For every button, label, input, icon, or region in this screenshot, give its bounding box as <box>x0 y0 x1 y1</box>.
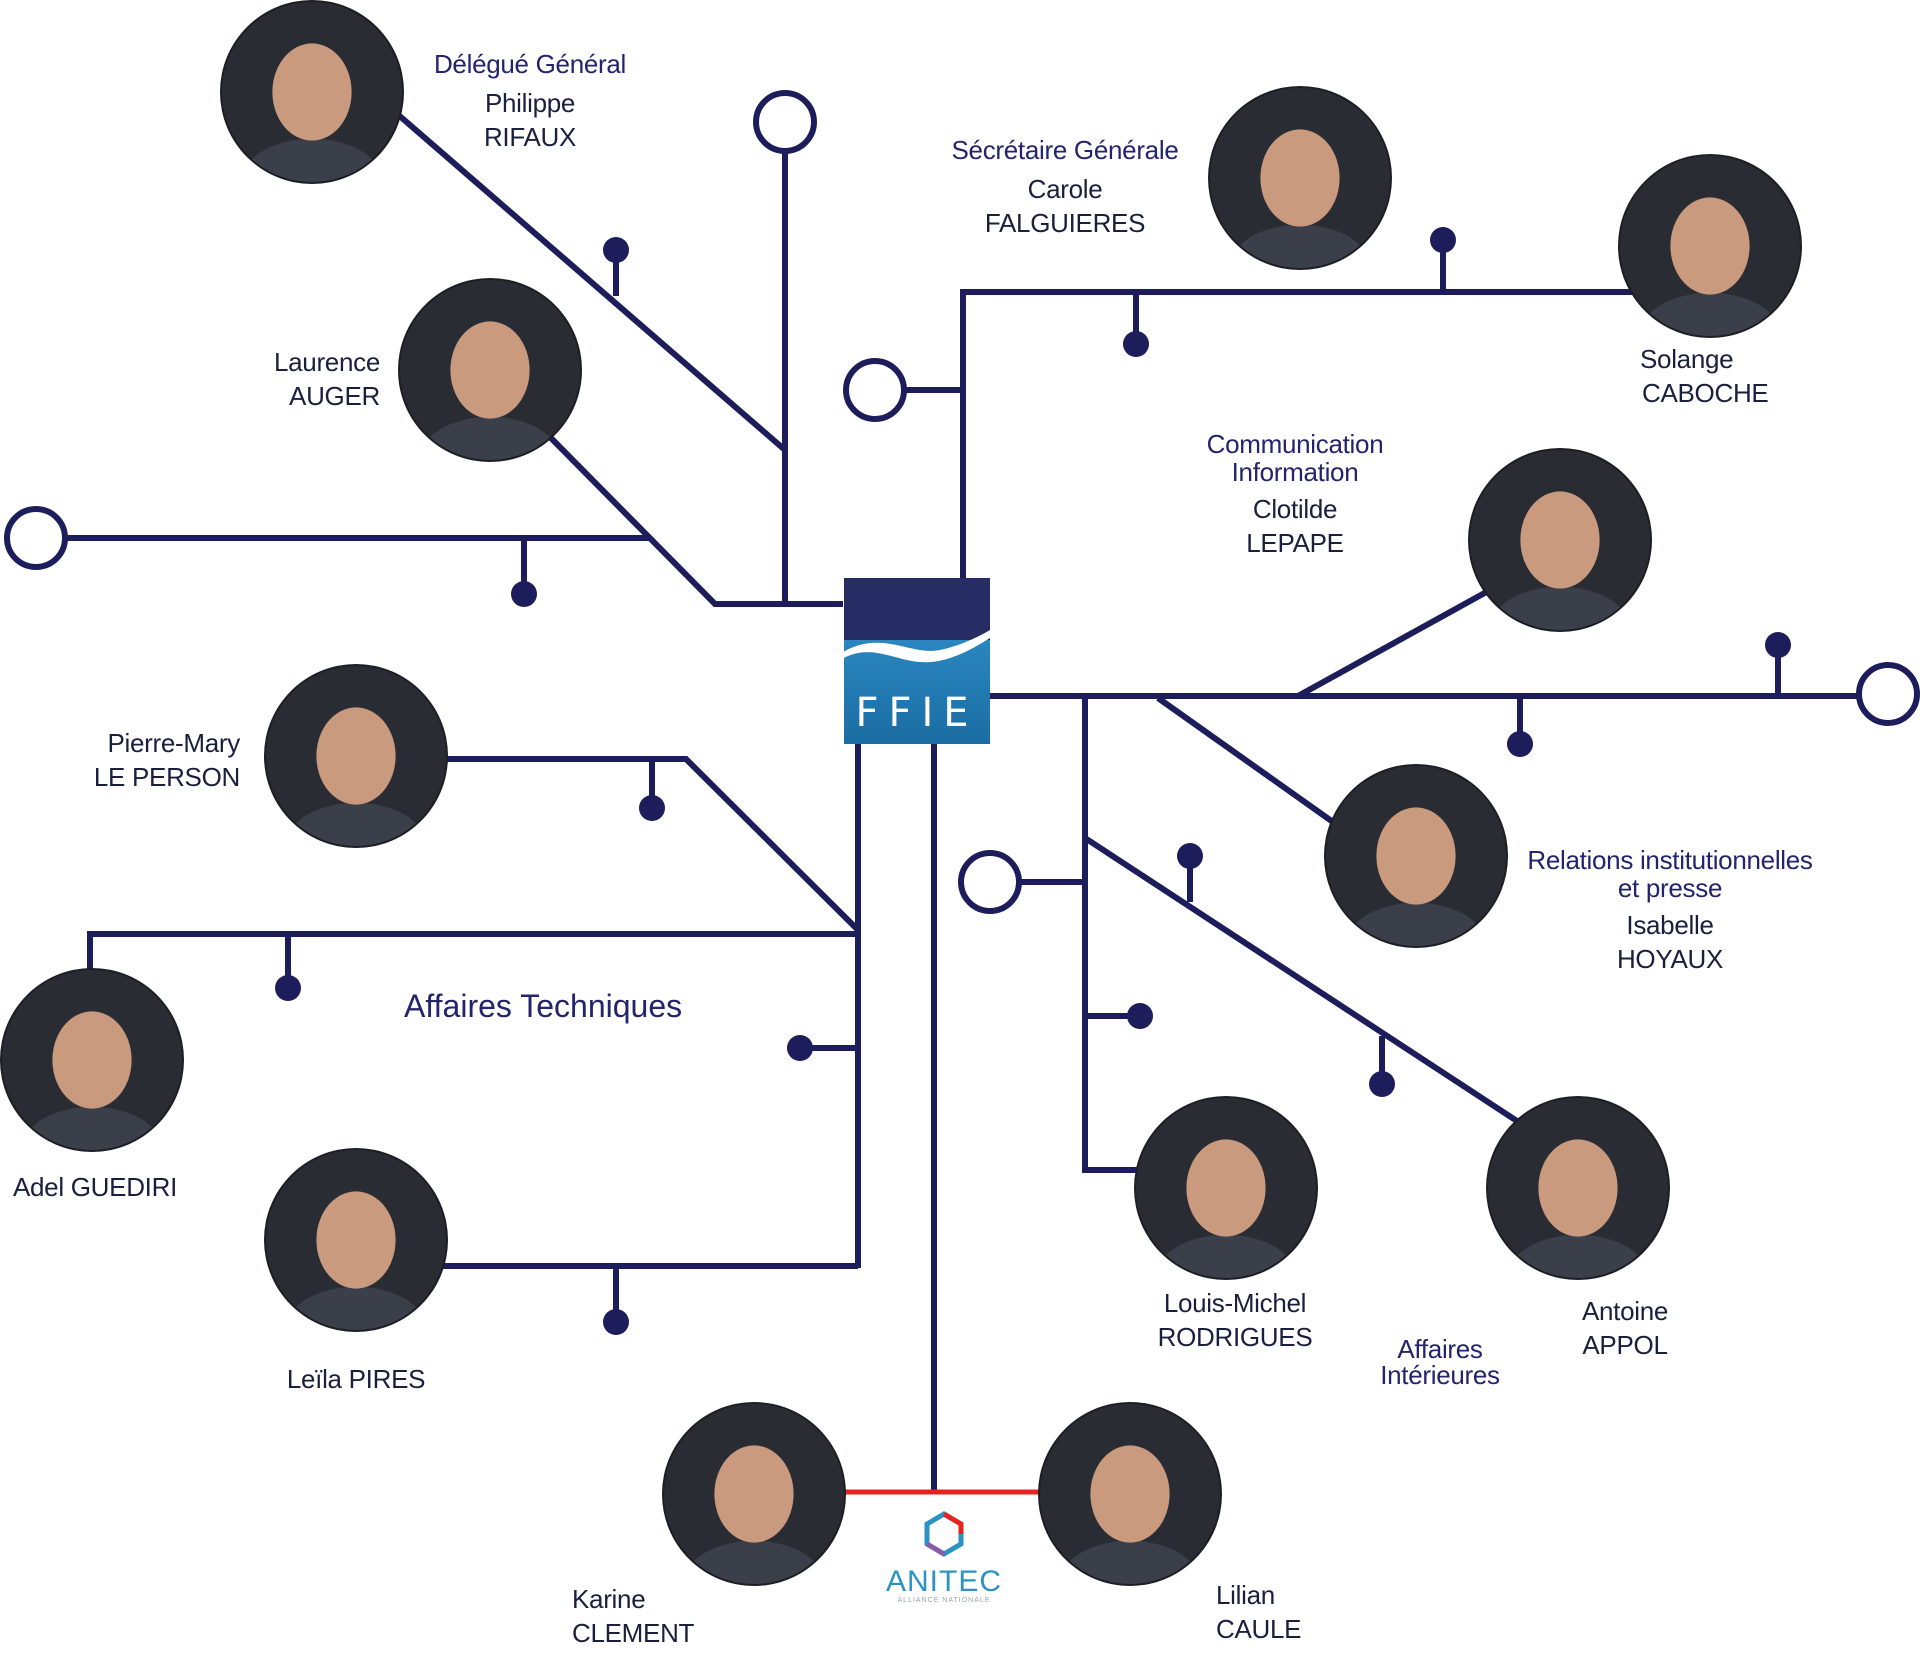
label-auger: Laurence AUGER <box>180 345 380 413</box>
last-caboche: CABOCHE <box>1642 378 1769 408</box>
label-pires: Leïla PIRES <box>266 1362 446 1396</box>
portrait-placeholder-icon <box>266 666 446 846</box>
portrait-placeholder-icon <box>664 1404 844 1584</box>
line-hoyaux <box>1156 695 1342 830</box>
photo-guediri <box>2 970 182 1150</box>
photo-caboche <box>1620 156 1800 336</box>
last-rifaux: RIFAUX <box>483 122 577 152</box>
last-hoyaux: HOYAUX <box>1616 944 1724 974</box>
first-caule: Lilian <box>1216 1580 1275 1610</box>
portrait-placeholder-icon <box>400 280 580 460</box>
role-hoyaux-1: Relations institutionnelles <box>1527 845 1813 875</box>
anitec-logo: ANITEC ALLIANCE NATIONALE <box>884 1510 1004 1630</box>
terminal-top <box>753 90 817 154</box>
portrait-placeholder-icon <box>1488 1098 1668 1278</box>
first-auger: Laurence <box>273 347 380 377</box>
last-lepape: LEPAPE <box>1246 528 1344 558</box>
terminal-right-lower <box>958 850 1022 914</box>
ffie-logo-text: FFIE <box>855 690 978 736</box>
photo-falguieres <box>1210 88 1390 268</box>
label-lepape: Communication Information Clotilde LEPAP… <box>1180 430 1410 560</box>
label-rifaux: Délégué Général Philippe RIFAUX <box>420 50 640 154</box>
portrait-placeholder-icon <box>1620 156 1800 336</box>
dept-internal: Affaires Intérieures <box>1340 1336 1540 1388</box>
first-appol: Antoine <box>1581 1296 1669 1326</box>
label-falguieres: Sécrétaire Générale Carole FALGUIERES <box>940 136 1190 240</box>
first-rodrigues: Louis-Michel <box>1163 1288 1307 1318</box>
portrait-placeholder-icon <box>1326 766 1506 946</box>
label-guediri: Adel GUEDIRI <box>0 1170 190 1204</box>
line-auger <box>545 432 843 607</box>
role-falguieres: Sécrétaire Générale <box>951 135 1179 165</box>
terminal-left <box>4 506 68 570</box>
last-falguieres: FALGUIERES <box>984 208 1146 238</box>
terminal-top-right <box>843 358 907 422</box>
first-falguieres: Carole <box>1027 174 1103 204</box>
portrait-placeholder-icon <box>2 970 182 1150</box>
label-appol: Antoine APPOL <box>1520 1294 1730 1362</box>
photo-lepape <box>1470 450 1650 630</box>
first-caboche: Solange <box>1640 344 1734 374</box>
portrait-placeholder-icon <box>1136 1098 1316 1278</box>
first-rifaux: Philippe <box>484 88 576 118</box>
label-hoyaux: Relations institutionnelles et presse Is… <box>1510 846 1830 976</box>
last-leperson: LE PERSON <box>93 762 240 792</box>
photo-rodrigues <box>1136 1098 1316 1278</box>
first-lepape: Clotilde <box>1252 494 1338 524</box>
photo-caule <box>1040 1404 1220 1584</box>
portrait-placeholder-icon <box>222 2 402 182</box>
full-pires: Leïla PIRES <box>286 1364 426 1394</box>
role-lepape-1: Communication <box>1206 429 1384 459</box>
last-caule: CAULE <box>1216 1614 1302 1644</box>
portrait-placeholder-icon <box>1210 88 1390 268</box>
anitec-name: ANITEC <box>885 1565 1002 1598</box>
label-rodrigues: Louis-Michel RODRIGUES <box>1120 1286 1350 1354</box>
first-hoyaux: Isabelle <box>1626 910 1714 940</box>
first-clement: Karine <box>572 1584 646 1614</box>
photo-leperson <box>266 666 446 846</box>
full-guediri: Adel GUEDIRI <box>12 1172 177 1202</box>
label-caule: Lilian CAULE <box>1216 1578 1416 1646</box>
dept-internal-2: Intérieures <box>1380 1360 1500 1390</box>
portrait-placeholder-icon <box>1040 1404 1220 1584</box>
role-rifaux: Délégué Général <box>433 49 627 79</box>
photo-appol <box>1488 1098 1668 1278</box>
photo-clement <box>664 1404 844 1584</box>
portrait-placeholder-icon <box>266 1150 446 1330</box>
line-rodrigues <box>1082 698 1140 1173</box>
line-guediri <box>87 931 858 980</box>
last-appol: APPOL <box>1582 1330 1668 1360</box>
dept-internal-1: Affaires <box>1397 1334 1483 1364</box>
line-lepape <box>1296 587 1492 699</box>
last-auger: AUGER <box>289 381 380 411</box>
last-rodrigues: RODRIGUES <box>1157 1322 1313 1352</box>
photo-pires <box>266 1150 446 1330</box>
line-top-right <box>960 289 1638 580</box>
label-leperson: Pierre-Mary LE PERSON <box>30 726 240 794</box>
label-caboche: Solange CABOCHE <box>1640 342 1840 410</box>
anitec-tagline: ALLIANCE NATIONALE <box>897 1597 991 1604</box>
first-leperson: Pierre-Mary <box>107 728 241 758</box>
photo-hoyaux <box>1326 766 1506 946</box>
portrait-placeholder-icon <box>1470 450 1650 630</box>
ffie-logo: FFIE <box>840 578 990 744</box>
dept-technical: Affaires Techniques <box>404 988 683 1024</box>
line-leperson <box>445 756 861 933</box>
line-appol <box>1083 835 1522 1126</box>
photo-auger <box>400 280 580 460</box>
role-lepape-2: Information <box>1231 457 1359 487</box>
anitec-hexagon-icon <box>924 1511 964 1557</box>
label-clement: Karine CLEMENT <box>572 1582 772 1650</box>
role-hoyaux-2: et presse <box>1617 873 1723 903</box>
photo-rifaux <box>222 2 402 182</box>
line-rifaux <box>393 109 787 453</box>
last-clement: CLEMENT <box>572 1618 695 1648</box>
terminal-right <box>1856 662 1920 726</box>
